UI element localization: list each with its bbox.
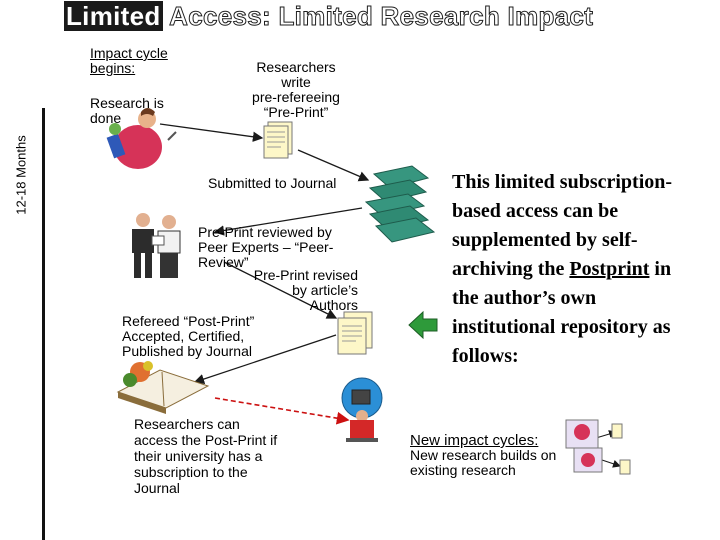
- timeline-bar: [42, 108, 45, 540]
- impact-cycle-start: Impact cycle begins:: [90, 46, 180, 76]
- peer-review-icon: [132, 213, 181, 278]
- arrow-new-cycle-2: [595, 457, 621, 468]
- impact-cycle-heading: Impact cycle begins:: [90, 45, 168, 76]
- green-arrow-icon: [408, 310, 438, 340]
- timeline-label: 12-18 Months: [13, 135, 29, 215]
- refereed-note: Refereed “Post-Print” Accepted, Certifie…: [122, 313, 255, 359]
- new-impact-heading: New impact cycles:: [410, 432, 539, 449]
- arrow-new-cycle-1: [595, 430, 617, 439]
- impact-cycle-body: Research is done: [90, 95, 164, 126]
- new-impact-body: New research builds on existing research: [410, 447, 557, 478]
- title-rest: Access: Limited Research Impact: [162, 1, 594, 31]
- revised-note: Pre-Print revised by article’s Authors: [253, 267, 358, 313]
- title-first-word: Limited: [64, 1, 163, 31]
- researchers-write-note: Researchers write pre-refereeing “Pre-Pr…: [252, 59, 340, 120]
- new-research-icon: [565, 419, 631, 475]
- access-note: Researchers can access the Post-Print if…: [134, 416, 278, 496]
- preprint-doc-icon: [263, 121, 293, 159]
- new-impact-cycle: New impact cycles: New research builds o…: [410, 433, 570, 478]
- slide-title: Limited Access: Limited Research Impact: [64, 1, 594, 31]
- reader-at-desk-icon: [341, 377, 383, 442]
- postprint-doc-icon: [337, 311, 373, 355]
- published-journal-icon: [116, 361, 210, 414]
- postprint-link[interactable]: Postprint: [569, 258, 650, 280]
- arrow-research-to-write: [159, 123, 264, 142]
- self-archiving-callout: This limited subscription-based access c…: [452, 171, 673, 367]
- peer-review-note: Pre-Print reviewed by Peer Experts – “Pe…: [198, 224, 334, 270]
- submitted-note: Submitted to Journal: [208, 175, 337, 191]
- journal-stack-icon: [364, 165, 436, 243]
